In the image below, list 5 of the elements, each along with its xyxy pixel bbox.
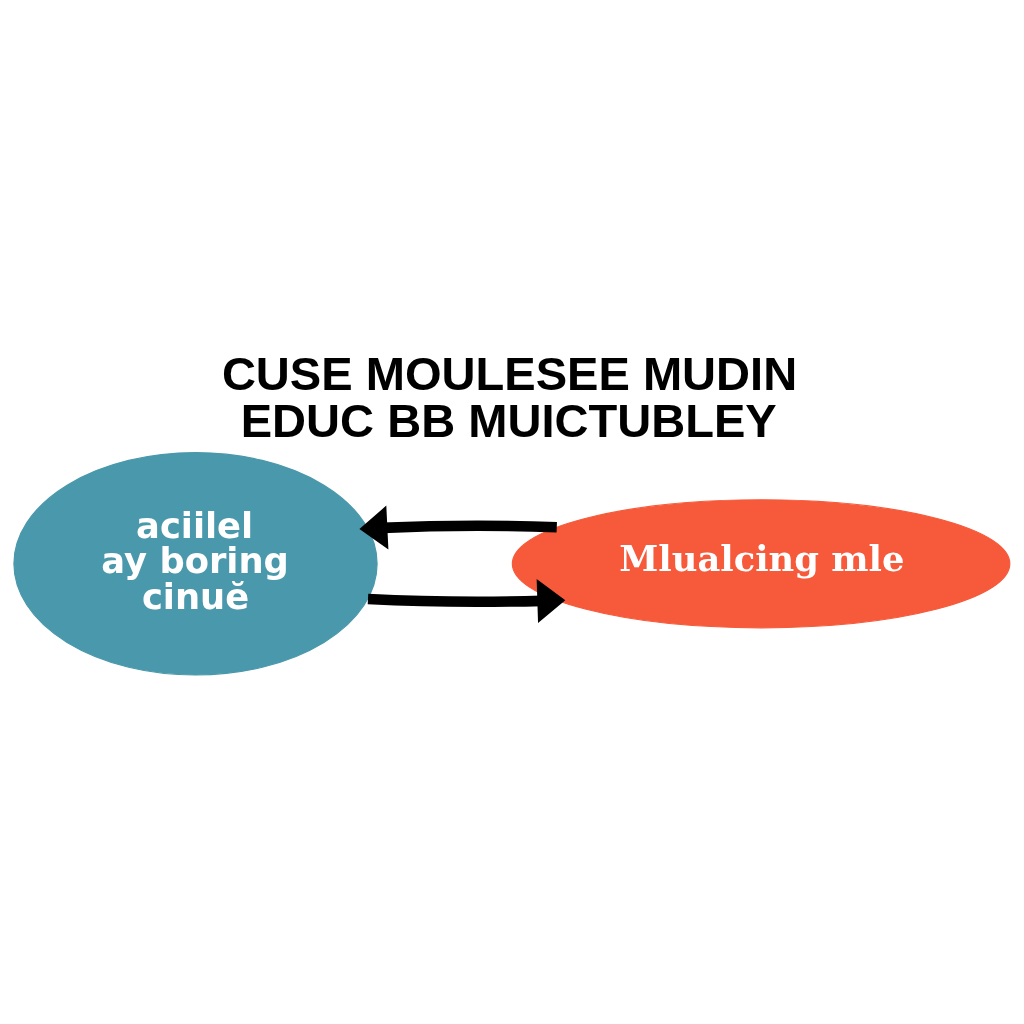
node-ellipse: aciilel ay boring cinuĕ — [13, 451, 378, 676]
diagram-title: CUSE MOULESEE MUDIN EDUC BB MUICTUBLEY — [221, 346, 798, 447]
arrow — [367, 578, 566, 623]
node-ellipse: Mlualcing mle — [511, 499, 1011, 629]
arrow — [359, 505, 557, 550]
